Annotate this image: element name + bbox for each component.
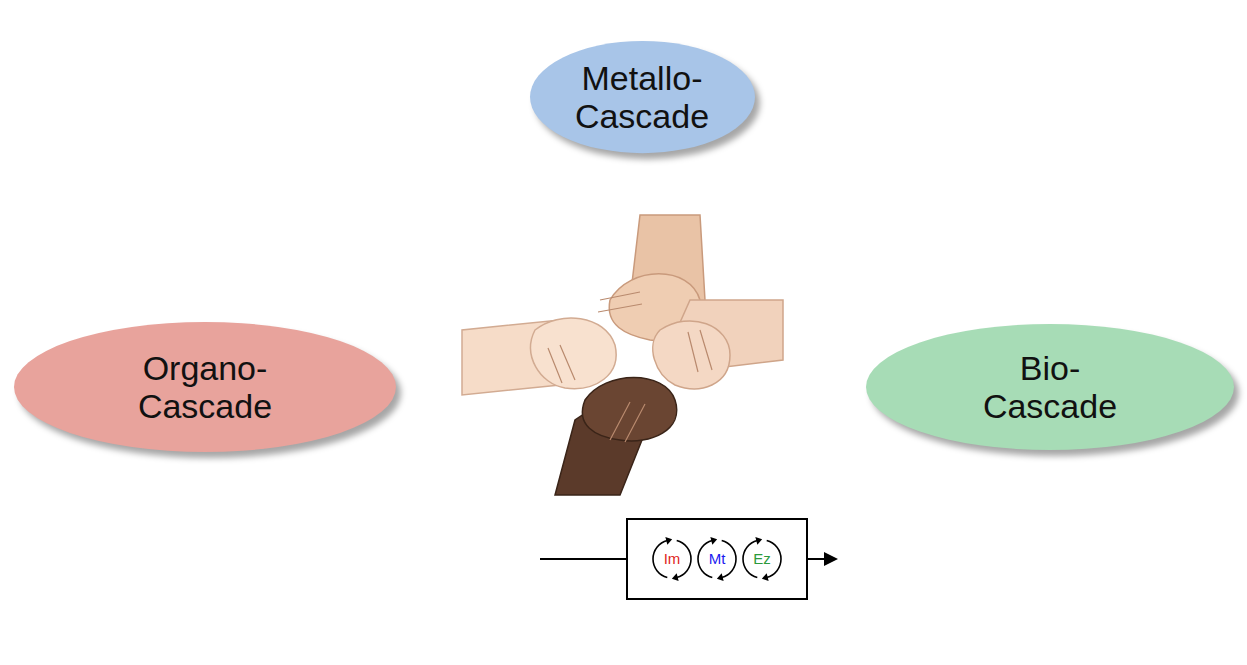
cascade-label: Organo- Cascade xyxy=(130,349,280,425)
cycle-label: Im xyxy=(664,551,681,568)
arrow-head xyxy=(824,552,838,566)
catalytic-cycle: Im xyxy=(652,539,692,579)
cascade-label: Metallo- Cascade xyxy=(567,59,717,135)
cascade-ellipse: Metallo- Cascade xyxy=(528,39,757,155)
cascade-ellipse: Bio- Cascade xyxy=(864,322,1236,452)
catalytic-cycle: Mt xyxy=(697,539,737,579)
process-box xyxy=(540,519,838,599)
cascade-ellipse: Organo- Cascade xyxy=(12,320,398,454)
flow-line xyxy=(807,558,826,560)
cycle-label: Mt xyxy=(709,551,726,568)
hands-illustration xyxy=(462,213,784,495)
cascade-label: Bio- Cascade xyxy=(975,349,1125,425)
flow-line xyxy=(540,558,627,560)
catalytic-cycle: Ez xyxy=(742,539,782,579)
cycle-label: Ez xyxy=(753,551,771,568)
